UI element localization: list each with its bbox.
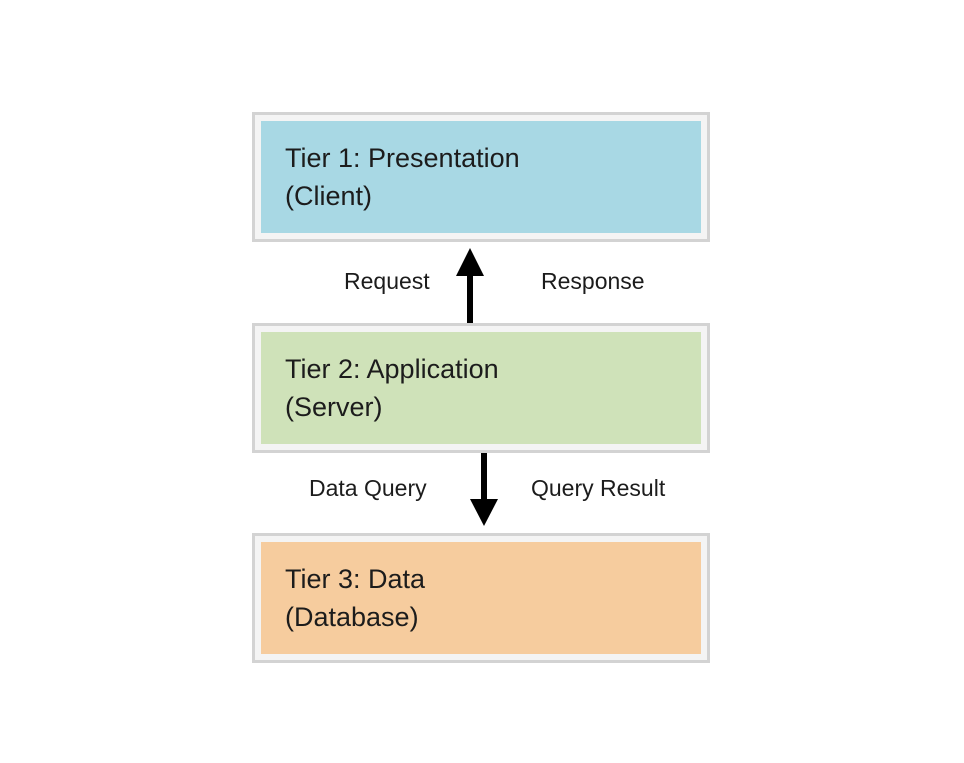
tier-2-fill: Tier 2: Application (Server)	[261, 332, 701, 444]
tier-2-title: Tier 2: Application	[285, 354, 499, 384]
data-query-label: Data Query	[309, 475, 427, 501]
tier-1-box: Tier 1: Presentation (Client)	[252, 112, 710, 242]
tier-1-subtitle: (Client)	[285, 181, 373, 211]
tier-1-title: Tier 1: Presentation	[285, 143, 520, 173]
tier-3-title: Tier 3: Data	[285, 564, 426, 594]
tier-3-box: Tier 3: Data (Database)	[252, 533, 710, 663]
response-label: Response	[541, 268, 645, 294]
tier-3-subtitle: (Database)	[285, 602, 419, 632]
tier-2-subtitle: (Server)	[285, 392, 383, 422]
arrow-up-icon	[456, 248, 484, 324]
tier-3-fill: Tier 3: Data (Database)	[261, 542, 701, 654]
query-result-label: Query Result	[531, 475, 666, 501]
arrow-down-icon	[470, 453, 498, 526]
tier-2-box: Tier 2: Application (Server)	[252, 323, 710, 453]
tier-1-fill: Tier 1: Presentation (Client)	[261, 121, 701, 233]
request-label: Request	[344, 268, 430, 294]
